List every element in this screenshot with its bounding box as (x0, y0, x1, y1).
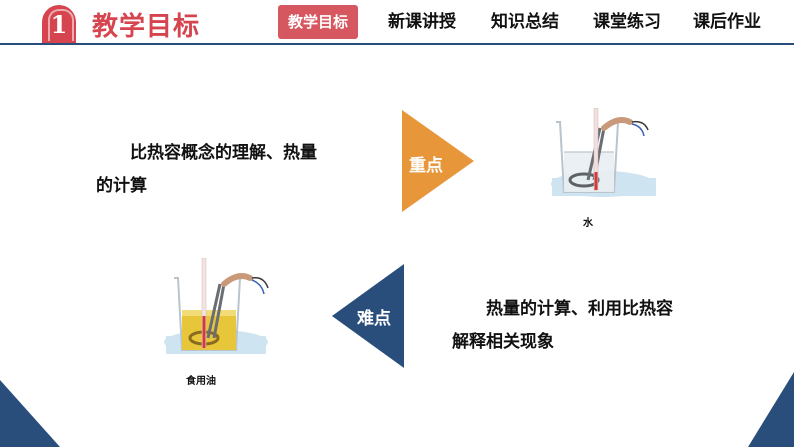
difficult-point-label: 难点 (357, 309, 391, 329)
difficult-point-text: 热量的计算、利用比热容 解释相关现象 (452, 293, 752, 359)
key-point-text-line2: 的计算 (96, 176, 147, 196)
water-beaker-image (551, 108, 656, 197)
key-point-text: 比热容概念的理解、热量 的计算 (96, 137, 376, 203)
nav-tab-homework[interactable]: 课后作业 (693, 12, 761, 32)
key-point-text-line1: 比热容概念的理解、热量 (130, 143, 317, 163)
difficult-point-arrow-triangle (332, 264, 404, 368)
difficult-point-text-line1: 热量的计算、利用比热容 (486, 299, 673, 319)
corner-decoration-right (748, 372, 794, 447)
oil-beaker-image (164, 258, 269, 354)
key-point-arrow-triangle (402, 110, 474, 212)
key-point-label: 重点 (409, 156, 443, 176)
difficult-point-text-line2: 解释相关现象 (452, 332, 554, 352)
nav-tab-new-lesson[interactable]: 新课讲授 (388, 12, 456, 32)
difficult-point-triangle-shape (332, 264, 404, 368)
section-number-badge: 1 (42, 5, 76, 43)
header: 1 教学目标 教学目标 新课讲授 知识总结 课堂练习 课后作业 (0, 0, 794, 46)
header-divider (0, 43, 794, 45)
nav-tab-teaching-goals[interactable]: 教学目标 (278, 5, 359, 39)
page-title: 教学目标 (92, 12, 201, 42)
key-point-triangle-shape (402, 110, 474, 212)
nav-tab-summary[interactable]: 知识总结 (491, 12, 559, 32)
nav-tab-exercises[interactable]: 课堂练习 (593, 12, 661, 32)
oil-caption: 食用油 (186, 376, 216, 387)
corner-decoration-left (0, 380, 60, 447)
water-caption: 水 (583, 218, 593, 229)
